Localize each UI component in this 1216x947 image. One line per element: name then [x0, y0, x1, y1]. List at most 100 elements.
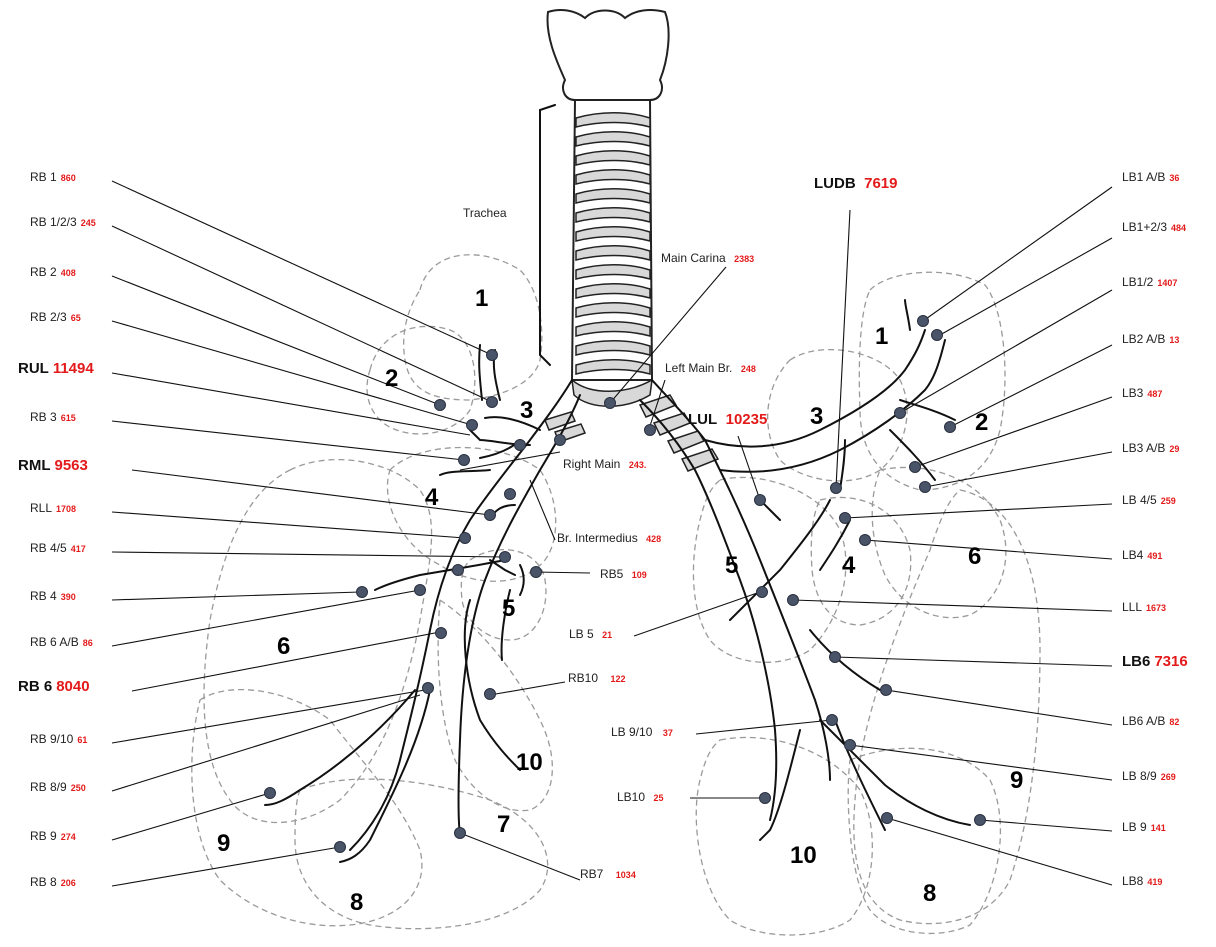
- left-label-name: LB 8/9: [1122, 769, 1157, 783]
- left-label-name: LB1 A/B: [1122, 170, 1165, 184]
- left-main-label: Left Main Br. 248: [665, 359, 756, 376]
- segment-r10: 10: [516, 749, 543, 776]
- measurement-node: [555, 435, 566, 446]
- leader-line: [112, 690, 425, 743]
- left-label-value: 36: [1169, 173, 1179, 183]
- leader-line: [112, 695, 420, 791]
- measurement-node: [760, 793, 771, 804]
- segment-l2: 2: [975, 409, 988, 436]
- measurement-node: [920, 482, 931, 493]
- br-intermedius-label: Br. Intermedius 428: [557, 529, 661, 546]
- right-label-value: 390: [61, 592, 76, 602]
- leader-line: [940, 238, 1112, 335]
- right-label-name: RB 1/2/3: [30, 215, 77, 229]
- segment-r3: 3: [520, 397, 533, 424]
- segment-r4: 4: [425, 484, 439, 511]
- measurement-node: [605, 398, 616, 409]
- left-label-value: 82: [1169, 717, 1179, 727]
- measurement-node: [460, 533, 471, 544]
- right-label-item: RLL1708: [30, 501, 76, 515]
- left-label-value: 141: [1151, 823, 1166, 833]
- segment-l9: 9: [1010, 767, 1023, 794]
- right-label-name: RB 6 A/B: [30, 635, 79, 649]
- measurement-node: [788, 595, 799, 606]
- segment-r9: 9: [217, 830, 230, 857]
- right-label-name: RUL: [18, 360, 49, 377]
- right-label-name: RB 9: [30, 829, 57, 843]
- measurement-node: [515, 440, 526, 451]
- measurement-node: [645, 425, 656, 436]
- right-label-value: 65: [71, 313, 81, 323]
- leader-line: [112, 793, 270, 840]
- left-label-item: LB8419: [1122, 874, 1162, 888]
- measurement-node: [435, 400, 446, 411]
- rb7-label: RB7 1034: [580, 865, 636, 882]
- segment-r8: 8: [350, 889, 363, 916]
- segment-l5: 5: [725, 552, 738, 579]
- right-label-value: 250: [71, 783, 86, 793]
- right-label-item: RB 8206: [30, 875, 76, 889]
- left-label-name: LLL: [1122, 600, 1142, 614]
- measurement-node: [860, 535, 871, 546]
- left-label-item: LB 4/5 259: [1122, 493, 1176, 507]
- right-label-value: 11494: [53, 360, 95, 377]
- right-label-item: RB 9274: [30, 829, 76, 843]
- right-label-item: RUL11494: [18, 360, 94, 377]
- measurement-node: [505, 489, 516, 500]
- leader-line: [845, 504, 1112, 518]
- segment-l3: 3: [810, 403, 823, 430]
- segment-r7: 7: [497, 811, 510, 838]
- leader-line: [793, 600, 1112, 611]
- left-label-item: LB1 A/B 36: [1122, 170, 1179, 184]
- left-label-value: 1407: [1157, 278, 1177, 288]
- right-label-item: RB 8/9 250: [30, 780, 86, 794]
- leader-line: [112, 512, 465, 538]
- right-label-value: 8040: [56, 678, 89, 695]
- left-label-name: LB6: [1122, 653, 1150, 670]
- leader-line: [850, 745, 1112, 780]
- right-label-name: RB 6: [18, 678, 52, 695]
- right-main-label: Right Main 243.: [563, 455, 646, 472]
- right-label-name: RB 8/9: [30, 780, 67, 794]
- rb5-label: RB5 109: [600, 565, 647, 582]
- segment-r2: 2: [385, 365, 398, 392]
- measurement-node: [459, 455, 470, 466]
- rb10-label: RB10 122: [568, 669, 626, 686]
- measurement-node: [918, 316, 929, 327]
- lb5-label: LB 5 21: [569, 625, 612, 642]
- segment-l10: 10: [790, 842, 817, 869]
- leader-line: [460, 833, 580, 880]
- lb910-label: LB 9/10 37: [611, 723, 673, 740]
- left-label-value: 13: [1169, 335, 1179, 345]
- lul-label: LUL 10235: [688, 411, 767, 428]
- segment-r5: 5: [502, 595, 515, 622]
- right-upper-lobe-outline: [404, 255, 542, 400]
- right-label-name: RB 1: [30, 170, 57, 184]
- measurement-node: [415, 585, 426, 596]
- bronchus-ring: [682, 449, 718, 471]
- leader-line: [112, 181, 492, 355]
- measurement-node: [827, 715, 838, 726]
- leader-line: [900, 290, 1112, 413]
- leader-line: [886, 690, 1112, 725]
- left-label-name: LB6 A/B: [1122, 714, 1165, 728]
- leader-line: [112, 321, 472, 425]
- larynx: [547, 10, 668, 100]
- right-label-value: 61: [77, 735, 87, 745]
- right-label-value: 206: [61, 878, 76, 888]
- measurement-node: [975, 815, 986, 826]
- leader-line: [530, 480, 555, 540]
- measurement-node: [830, 652, 841, 663]
- right-label-item: RB 4390: [30, 589, 76, 603]
- left-label-value: 259: [1161, 496, 1176, 506]
- leader-line: [696, 720, 832, 734]
- left-label-name: LB 4/5: [1122, 493, 1157, 507]
- left-label-value: 484: [1171, 223, 1186, 233]
- leader-line: [835, 657, 1112, 666]
